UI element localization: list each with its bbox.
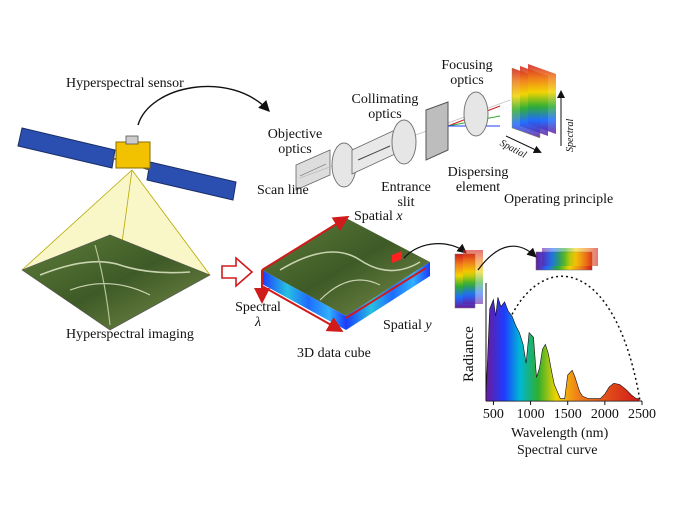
hyperspectral-imaging-label: Hyperspectral imaging bbox=[66, 327, 194, 342]
x-tick-label-0: 500 bbox=[483, 407, 504, 422]
cube-to-pixel-arrow bbox=[403, 243, 467, 259]
x-tick-label-1: 1000 bbox=[517, 407, 545, 422]
spectral-curve-label: Spectral curve bbox=[517, 443, 598, 458]
detector-stack bbox=[505, 64, 565, 154]
data-cube-label: 3D data cube bbox=[297, 346, 371, 361]
focusing-lens bbox=[463, 91, 489, 137]
detector-spectral-label: Spectral bbox=[565, 118, 576, 152]
spatial-x-label: Spatial x bbox=[354, 209, 403, 224]
spatial-y-label: Spatial y bbox=[383, 318, 432, 333]
data-cube bbox=[254, 215, 430, 332]
sensor-to-optics-arrow bbox=[137, 85, 270, 126]
x-tick-label-4: 2500 bbox=[628, 407, 656, 422]
scan-line-label: Scan line bbox=[257, 183, 309, 198]
x-tick-label-2: 1500 bbox=[554, 407, 582, 422]
collimating-lens bbox=[391, 119, 417, 165]
satellite-icon bbox=[17, 127, 237, 201]
pixel-spectrum-stack bbox=[454, 250, 483, 309]
x-tick-label-3: 2000 bbox=[591, 407, 619, 422]
imaging-footprint bbox=[21, 169, 211, 331]
dispersing-element bbox=[425, 101, 449, 161]
scan-line-element bbox=[295, 149, 331, 191]
imaging-to-cube-arrow bbox=[221, 256, 254, 288]
chart-ylabel: Radiance bbox=[461, 326, 477, 382]
spectrum-to-curve-arrow bbox=[477, 245, 537, 271]
chart-xlabel: Wavelength (nm) bbox=[511, 426, 609, 441]
entrance-slit bbox=[351, 129, 396, 175]
spectral-curve-chart: 500 1000 1500 2000 2500 bbox=[483, 275, 656, 422]
chart-radiance-area bbox=[485, 297, 640, 402]
spectral-band-strip bbox=[535, 248, 598, 271]
operating-principle-label: Operating principle bbox=[504, 192, 614, 207]
hyperspectral-sensor-label: Hyperspectral sensor bbox=[66, 76, 184, 91]
